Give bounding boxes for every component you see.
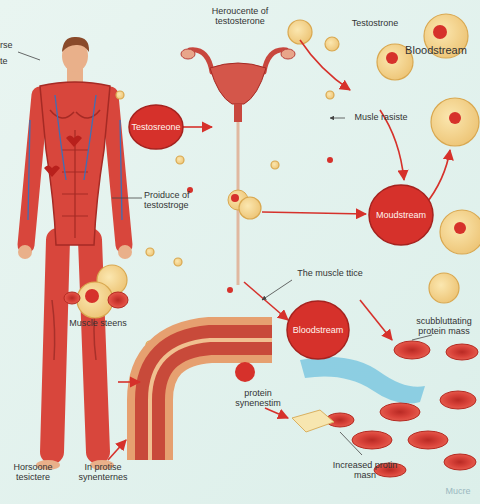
node-label: Moudstream [376,210,426,220]
blood-circle-node: Moudstream [368,184,434,246]
node-label: Bloodstream [293,325,344,335]
blood-circle-node: Testosreone [128,104,184,150]
muscular-man [18,37,132,470]
callout-label: Heroucente of testosterone [186,6,294,26]
callout-label: te [0,56,20,66]
callout-label: Muscle steens [58,318,138,328]
blood-stream [300,357,425,404]
callout-label: Proiduce of testostroge [144,190,220,210]
callout-label: Testostrone [340,18,410,28]
callout-label: In protise synenternes [66,462,140,482]
circle-shape [369,185,433,245]
callout-label: rse [0,40,20,50]
arrows [108,40,450,460]
leader-lines [18,52,432,455]
node-label: Testosreone [131,122,180,132]
red-dots [85,25,466,303]
callout-label: Musle rasiste [348,112,414,122]
callout-label: scubbluttating protein mass [408,316,480,336]
callout-label: The muscle ttice [292,268,368,278]
callout-label: Horsoone tesictere [2,462,64,482]
protein-block [292,410,334,432]
fat-cells [77,14,480,349]
circle-shape [287,301,349,359]
circle-shape [129,105,183,149]
blood-circle-node: Bloodstream [286,300,350,360]
callout-label: Increased protin masn [322,460,408,480]
organ [181,49,295,285]
callout-label: Mucre [438,486,478,496]
callout-label: protein synenestim [226,388,290,408]
callout-label: Bloodstream [396,44,476,56]
